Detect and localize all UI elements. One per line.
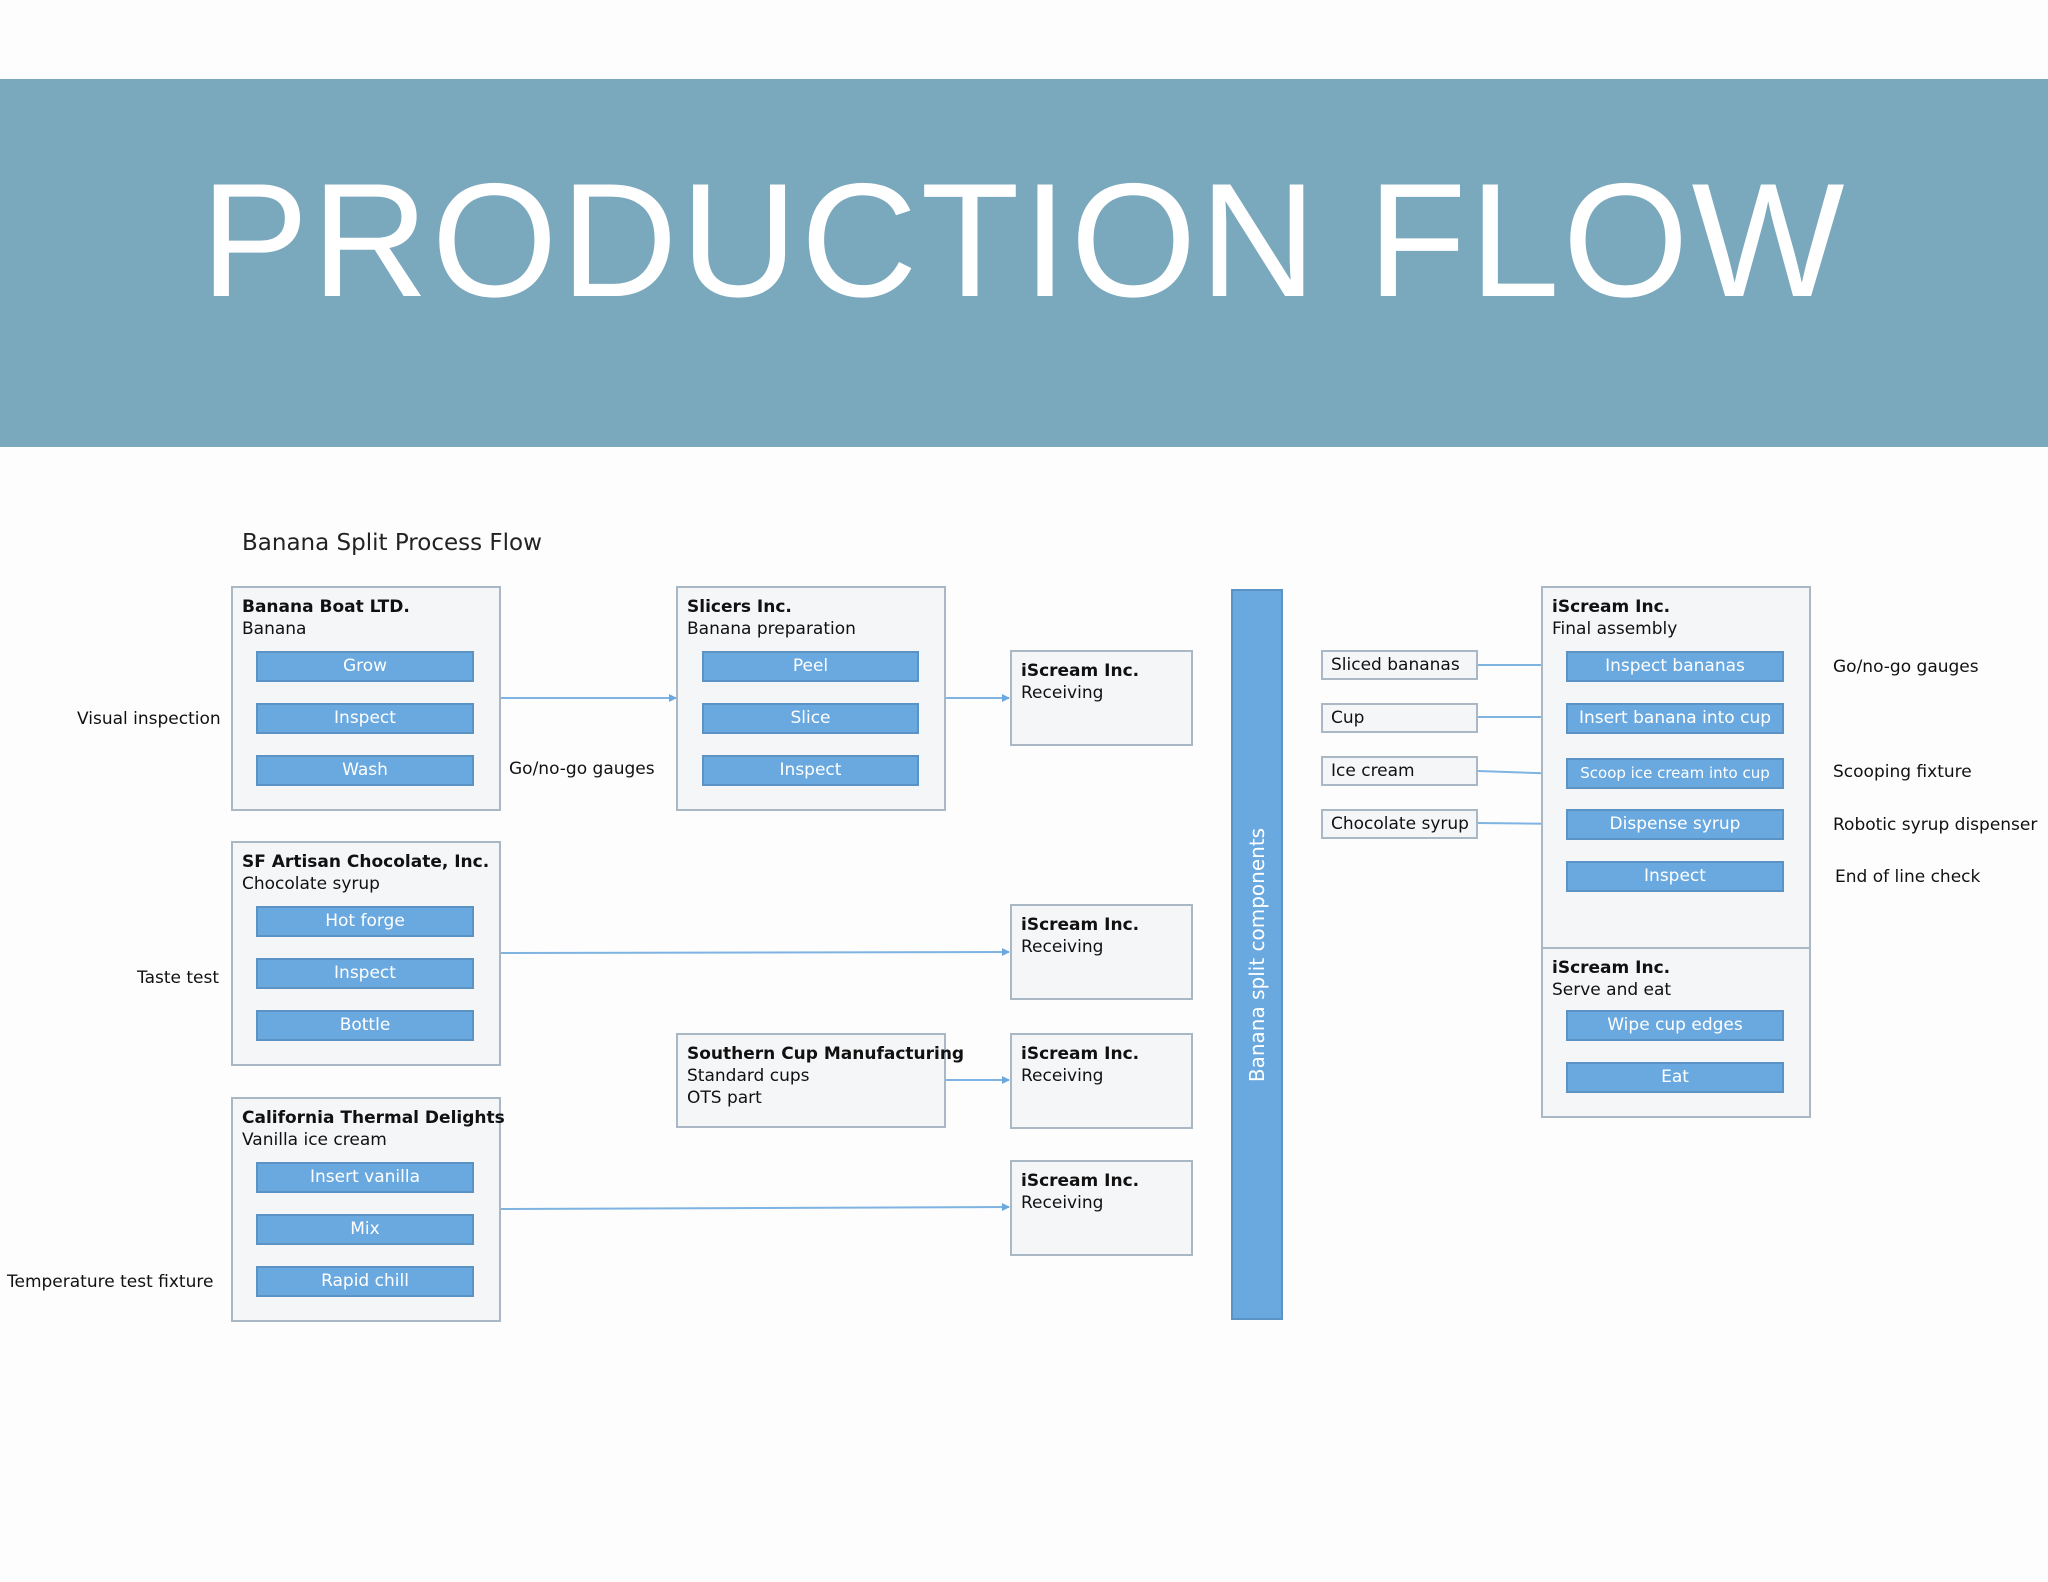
process-step: Mix (256, 1214, 474, 1245)
receiving-sub: Receiving (1021, 1066, 1104, 1086)
assembly-note: End of line check (1835, 867, 1981, 887)
final-assembly-sub: Final assembly (1552, 619, 1678, 639)
southern-cup-line1: Standard cups (687, 1066, 810, 1086)
component-label: Cup (1321, 703, 1478, 733)
southern-cup-line2: OTS part (687, 1088, 762, 1108)
receiving-sub: Receiving (1021, 683, 1104, 703)
receiving-name: iScream Inc. (1021, 661, 1140, 681)
assembly-step: Insert banana into cup (1566, 703, 1784, 734)
process-step: Insert vanilla (256, 1162, 474, 1193)
receiving-box: iScream Inc.Receiving (1010, 1160, 1193, 1256)
slicers-name: Slicers Inc. (687, 597, 792, 617)
receiving-box: iScream Inc.Receiving (1010, 904, 1193, 1000)
components-bar-label: Banana split components (1245, 827, 1269, 1082)
serve-sub: Serve and eat (1552, 980, 1672, 1000)
assembly-step: Scoop ice cream into cup (1566, 758, 1784, 789)
receiving-sub: Receiving (1021, 1193, 1104, 1213)
serve-name: iScream Inc. (1552, 958, 1671, 978)
supplier-product: Chocolate syrup (242, 874, 380, 894)
final-assembly-name: iScream Inc. (1552, 597, 1671, 617)
components-bar: Banana split components (1231, 589, 1283, 1320)
assembly-note: Go/no-go gauges (1833, 657, 1979, 677)
supplier-product: Banana (242, 619, 307, 639)
assembly-step: Inspect bananas (1566, 651, 1784, 682)
slicers-box: Slicers Inc.Banana preparation (676, 586, 946, 811)
process-step: Wash (256, 755, 474, 786)
receiving-name: iScream Inc. (1021, 1171, 1140, 1191)
process-step: Rapid chill (256, 1266, 474, 1297)
serve-step: Wipe cup edges (1566, 1010, 1784, 1041)
note-go-no-go: Go/no-go gauges (509, 759, 655, 779)
process-step: Inspect (256, 703, 474, 734)
receiving-sub: Receiving (1021, 937, 1104, 957)
process-step: Peel (702, 651, 919, 682)
component-label: Chocolate syrup (1321, 809, 1478, 839)
receiving-box: iScream Inc.Receiving (1010, 650, 1193, 746)
slicers-product: Banana preparation (687, 619, 856, 639)
serve-step: Eat (1566, 1062, 1784, 1093)
process-step: Inspect (702, 755, 919, 786)
assembly-note: Scooping fixture (1833, 762, 1972, 782)
process-step: Inspect (256, 958, 474, 989)
note-taste-test: Taste test (137, 968, 220, 988)
assembly-note: Robotic syrup dispenser (1833, 815, 2038, 835)
component-label: Sliced bananas (1321, 650, 1478, 680)
receiving-name: iScream Inc. (1021, 1044, 1140, 1064)
process-step: Grow (256, 651, 474, 682)
supplier-name: Banana Boat LTD. (242, 597, 410, 617)
supplier-product: Vanilla ice cream (242, 1130, 387, 1150)
flow-arrow (499, 1203, 1010, 1212)
diagram-title: Banana Split Process Flow (242, 530, 542, 556)
receiving-box: iScream Inc.Receiving (1010, 1033, 1193, 1129)
header-band (0, 79, 2048, 447)
receiving-name: iScream Inc. (1021, 915, 1140, 935)
assembly-step: Dispense syrup (1566, 809, 1784, 840)
process-step: Slice (702, 703, 919, 734)
flow-arrow (499, 948, 1010, 957)
process-step: Bottle (256, 1010, 474, 1041)
note-temperature-test: Temperature test fixture (7, 1272, 214, 1292)
slide-title: PRODUCTION FLOW (200, 150, 1848, 331)
supplier-name: SF Artisan Chocolate, Inc. (242, 852, 490, 872)
process-step: Hot forge (256, 906, 474, 937)
assembly-step: Inspect (1566, 861, 1784, 892)
component-label: Ice cream (1321, 756, 1478, 786)
note-visual-inspection: Visual inspection (77, 709, 221, 729)
supplier-name: California Thermal Delights (242, 1108, 505, 1128)
southern-cup-name: Southern Cup Manufacturing (687, 1044, 965, 1064)
